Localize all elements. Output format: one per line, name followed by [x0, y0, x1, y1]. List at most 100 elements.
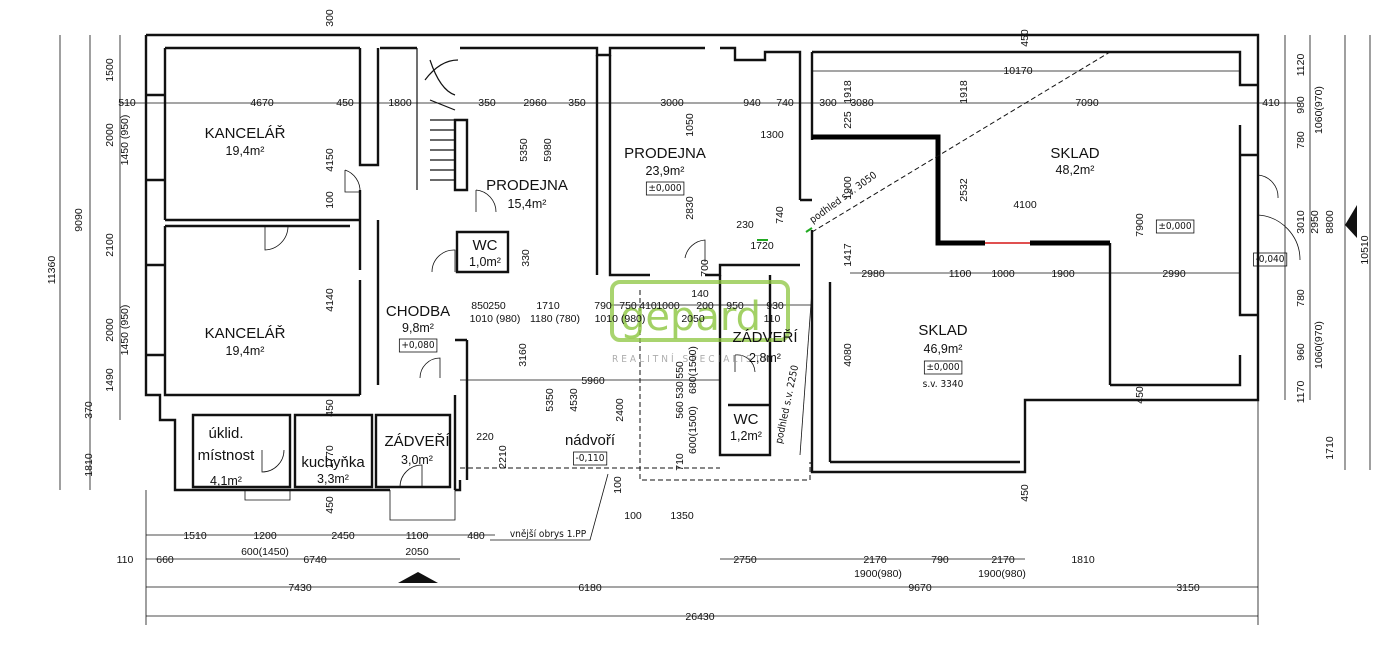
- watermark-tagline: REALITNÍ SPECIALISTA: [612, 352, 772, 365]
- floor-level: -0,040: [1256, 254, 1285, 265]
- dimension-label: 350: [568, 97, 586, 109]
- dimension-label: 1300: [760, 129, 784, 141]
- dimension-label: 3150: [1176, 582, 1200, 594]
- room-name: úklid.: [208, 425, 243, 442]
- room-area: 9,8m²: [402, 321, 434, 335]
- dimension-label: 450: [324, 496, 336, 514]
- level-box: [923, 360, 963, 375]
- dimension-label: 2830: [684, 196, 696, 220]
- dimension-label: 100: [324, 191, 336, 209]
- dimension-label: 750: [619, 300, 637, 312]
- dimension-label: 220: [476, 431, 494, 443]
- room-name: PRODEJNA: [486, 177, 568, 194]
- dimension-label: 110: [764, 313, 781, 325]
- dimension-label: 1720: [750, 240, 774, 252]
- dimension-label: 100: [612, 476, 624, 494]
- dimension-label: 2960: [523, 97, 547, 109]
- dimension-label: 1180 (780): [530, 313, 580, 325]
- dimension-label: 1200: [253, 530, 277, 542]
- dimension-label: 2400: [614, 398, 626, 422]
- dimension-label: 4150: [324, 148, 336, 172]
- dimension-label: 1918: [958, 80, 970, 104]
- dimension-label: 2532: [958, 178, 970, 202]
- level-box: [573, 451, 608, 466]
- dimension-label: 7900: [1134, 213, 1146, 237]
- dimension-label: 1710: [536, 300, 560, 312]
- room-name: kuchyňka: [301, 454, 365, 471]
- dimension-label: 250: [488, 300, 506, 312]
- dimension-label: 1170: [1295, 381, 1307, 404]
- floor-level: ±0,000: [926, 362, 960, 373]
- dimension-label: 1350: [670, 510, 694, 522]
- dimension-label: 1710: [1324, 436, 1336, 460]
- dimension-label: 1000: [991, 268, 1015, 280]
- dimension-label: 780: [1295, 131, 1307, 149]
- interior-walls: [165, 48, 1112, 490]
- dimension-label: 2210: [497, 445, 509, 469]
- dimension-label: 1770: [324, 445, 336, 469]
- room-name: místnost: [198, 447, 256, 464]
- room-area: 19,4m²: [226, 144, 265, 158]
- dimension-label: 680(1500): [687, 346, 699, 394]
- dimension-label: 2980: [861, 268, 885, 280]
- dimension-label: 600(1500): [687, 406, 699, 454]
- dimension-label: 140: [691, 288, 709, 300]
- dimension-label: 3000: [660, 97, 684, 109]
- dimension-label: 560: [674, 401, 686, 419]
- dimension-label: 2170: [863, 554, 887, 566]
- dimension-label: 4530: [568, 388, 580, 412]
- dimension-label: 1120: [1295, 54, 1307, 77]
- dimension-label: 350: [478, 97, 496, 109]
- level-box: [645, 181, 685, 196]
- dimension-label: 410: [639, 300, 657, 312]
- dimension-label: 1000: [656, 300, 680, 312]
- dimension-label: 450: [324, 399, 336, 417]
- watermark-brand: gepard: [620, 294, 761, 340]
- room-area: 23,9m²: [646, 164, 685, 178]
- dimension-label: 2000: [104, 123, 116, 147]
- dimension-label: 1918: [842, 80, 854, 104]
- dimension-label: 330: [520, 249, 532, 267]
- level-box: [1155, 219, 1195, 234]
- dimension-label: 2050: [681, 313, 705, 325]
- dimension-label: 780: [1295, 289, 1307, 307]
- dimension-label: 1810: [83, 453, 95, 477]
- room-area: 3,0m²: [401, 453, 433, 467]
- dimension-label: 300: [819, 97, 837, 109]
- dimension-label: 450: [336, 97, 354, 109]
- dimension-label: 2450: [331, 530, 355, 542]
- dimension-label: 410: [1262, 97, 1280, 109]
- ceiling-note: podhled s.v. 2250: [774, 364, 801, 445]
- dimension-label: 700: [699, 259, 711, 277]
- courtyard-outline: [460, 290, 811, 541]
- dimension-label: 1100: [949, 268, 972, 280]
- room-area: 48,2m²: [1056, 163, 1095, 177]
- dimension-lines: [59, 35, 1371, 625]
- dimension-label: 10170: [1003, 65, 1032, 77]
- room-name: WC: [734, 411, 759, 428]
- room-name: KANCELÁŘ: [205, 125, 286, 142]
- room-name: ZÁDVEŘÍ: [732, 329, 798, 346]
- dimension-label: 11360: [46, 256, 58, 285]
- outer-walls: [144, 33, 1260, 492]
- dimension-label: 550: [674, 361, 686, 379]
- floor-level: +0,080: [401, 340, 435, 351]
- dimension-label: 2050: [405, 546, 429, 558]
- room-name: PRODEJNA: [624, 145, 706, 162]
- dimension-label: 1010 (980): [470, 313, 521, 325]
- room-name: nádvoří: [565, 432, 616, 449]
- outline-note: vnější obrys 1.PP: [510, 528, 587, 540]
- level-box: [398, 338, 438, 353]
- dimension-label: 710: [674, 453, 686, 471]
- dimension-label: 450: [1019, 29, 1031, 47]
- dimension-label: 1500: [104, 58, 116, 82]
- dimension-label: 100: [624, 510, 642, 522]
- dimension-label: 930: [766, 300, 784, 312]
- doors: [244, 169, 1301, 521]
- dimension-label: 6740: [303, 554, 327, 566]
- floor-level: ±0,000: [648, 183, 682, 194]
- floor-level: ±0,000: [1158, 221, 1192, 232]
- dimension-label: 1900(980): [854, 568, 902, 580]
